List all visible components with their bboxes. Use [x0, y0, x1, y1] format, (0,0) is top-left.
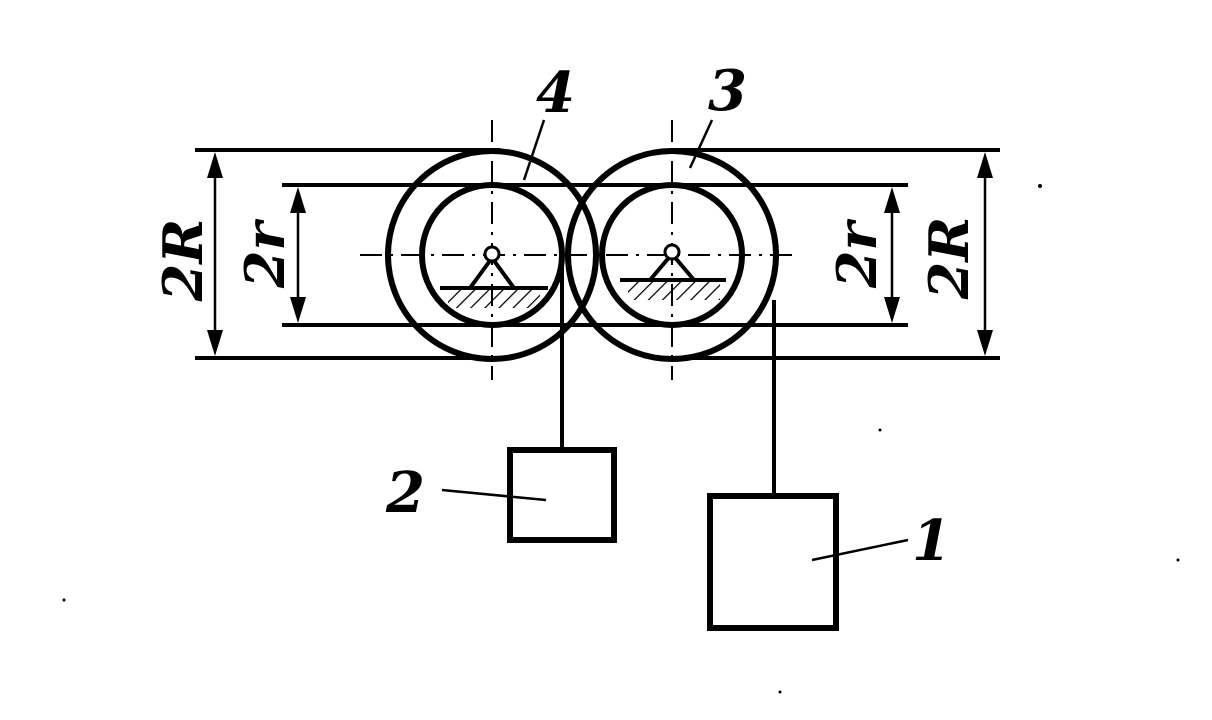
- pulley-4-outer-circle: [385, 148, 599, 362]
- dim-2R-right-arrow-top: [977, 152, 993, 178]
- pulley-4-axle: [483, 245, 501, 263]
- label-dim-2r-left: 2r: [233, 218, 297, 289]
- label-weight-1: 1: [912, 508, 951, 574]
- label-dim-2r-right: 2r: [825, 218, 889, 289]
- dimension-arrows: [207, 152, 993, 356]
- leader-pulley-4: [522, 119, 546, 181]
- leader-lines: [441, 119, 909, 562]
- leader-weight-1: [811, 538, 909, 562]
- label-pulley-4: 4: [536, 60, 575, 126]
- pulley-3: [565, 148, 779, 362]
- dim-2r-right-arrow-top: [884, 187, 900, 213]
- dim-2R-left-arrow-bottom: [207, 330, 223, 356]
- dim-2r-left-arrow-top: [290, 187, 306, 213]
- dim-2r-left-arrow-bottom: [290, 297, 306, 323]
- label-pulley-3: 3: [708, 58, 747, 124]
- dim-2R-left-arrow-top: [207, 152, 223, 178]
- pulley-3-outer-circle: [565, 148, 779, 362]
- label-dim-2R-left: 2R: [151, 219, 215, 302]
- leader-pulley-3: [688, 119, 714, 169]
- leader-weight-2: [441, 488, 547, 502]
- pulley-3-support-hatch: [628, 280, 720, 300]
- pulley-4-support-hatch: [448, 288, 540, 308]
- pulley-4: [385, 148, 599, 362]
- dim-2R-right-arrow-bottom: [977, 330, 993, 356]
- pulley-3-inner-circle: [599, 182, 745, 328]
- scan-specks: [62, 184, 1180, 694]
- dim-2r-right-arrow-bottom: [884, 297, 900, 323]
- weight-2-box: [507, 447, 617, 543]
- label-dim-2R-right: 2R: [917, 217, 981, 300]
- weight-1-box: [707, 493, 839, 631]
- ropes: [560, 255, 776, 496]
- pulley-3-axle: [663, 243, 681, 261]
- label-weight-2: 2: [385, 460, 425, 526]
